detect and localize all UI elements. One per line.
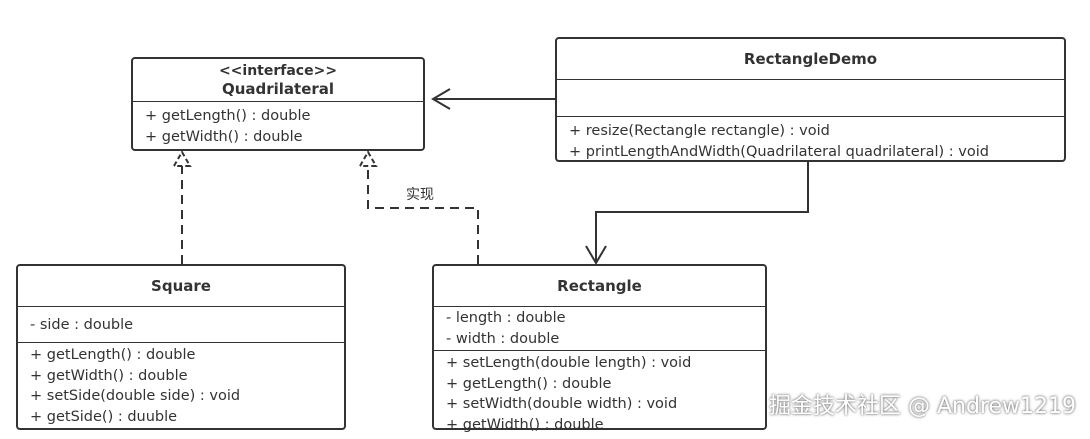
- class-square[interactable]: Square - side : double + getLength() : d…: [16, 264, 346, 430]
- method: + getLength() : double: [30, 347, 196, 363]
- class-rectangledemo[interactable]: RectangleDemo + resize(Rectangle rectang…: [555, 37, 1066, 162]
- watermark: 掘金技术社区 @ Andrew1219: [768, 394, 1076, 419]
- attributes-section: [557, 80, 1064, 117]
- method: + getSide() : duuble: [30, 408, 178, 425]
- method: + getLength() : double: [446, 375, 612, 392]
- methods-section: + getLength() : double + getWidth() : do…: [18, 343, 344, 431]
- class-name: RectangleDemo: [743, 50, 878, 68]
- method: + getLength() : double: [145, 108, 311, 124]
- method: + getWidth() : double: [145, 128, 303, 145]
- methods-section: + getLength() : double + getWidth() : do…: [133, 102, 423, 151]
- class-name: Square: [151, 277, 211, 295]
- association-arrowhead: [431, 88, 451, 110]
- class-header: Rectangle: [434, 266, 765, 307]
- realization-arrowhead-square: [173, 149, 192, 167]
- class-quadrilateral[interactable]: <<interface>> Quadrilateral + getLength(…: [131, 57, 425, 151]
- attribute: - side : double: [30, 317, 134, 333]
- method: + printLengthAndWidth(Quadrilateral quad…: [569, 143, 989, 160]
- method: + setLength(double length) : void: [446, 355, 692, 371]
- class-name: Rectangle: [557, 277, 642, 295]
- attribute: - width : double: [446, 330, 560, 347]
- methods-section: + resize(Rectangle rectangle) : void + p…: [557, 117, 1064, 166]
- realization-label: 实现: [406, 187, 434, 203]
- class-header: Square: [18, 266, 344, 307]
- association-demo-rectangle: [595, 162, 809, 262]
- method: + setWidth(double width) : void: [446, 396, 678, 412]
- class-rectangle[interactable]: Rectangle - length : double - width : do…: [432, 264, 767, 433]
- realization-arrowhead-rectangle: [359, 149, 378, 167]
- stereotype: <<interface>>: [218, 62, 338, 79]
- realization-rectangle: [367, 166, 479, 264]
- association-arrowhead-down: [585, 245, 607, 265]
- method: + resize(Rectangle rectangle) : void: [569, 123, 830, 139]
- method: + getWidth() : double: [30, 367, 188, 384]
- method: + setSide(double side) : void: [30, 388, 241, 404]
- attributes-section: - length : double - width : double: [434, 307, 765, 351]
- attribute: - length : double: [446, 310, 566, 326]
- class-header: <<interface>> Quadrilateral: [133, 59, 423, 102]
- method: + getWidth() : double: [446, 416, 604, 433]
- methods-section: + setLength(double length) : void + getL…: [434, 351, 765, 439]
- attributes-section: - side : double: [18, 307, 344, 343]
- class-header: RectangleDemo: [557, 39, 1064, 80]
- class-name: Quadrilateral: [221, 79, 335, 98]
